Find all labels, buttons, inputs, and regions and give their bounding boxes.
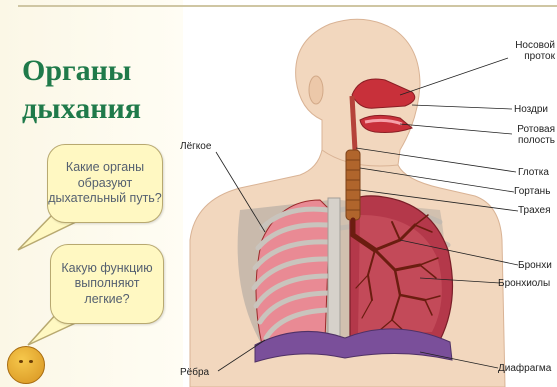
label-nasal-passage: Носовой проток <box>500 40 555 62</box>
label-trachea: Трахея <box>518 205 551 216</box>
label-bronchi: Бронхи <box>518 260 552 271</box>
sternum <box>328 198 340 338</box>
label-ribs: Рёбра <box>180 367 209 378</box>
label-larynx: Гортань <box>514 186 550 197</box>
trachea <box>346 150 360 220</box>
label-nostrils: Ноздри <box>514 104 548 115</box>
label-oral-cavity-text: Ротовая полость <box>517 124 555 146</box>
label-diaphragm: Диафрагма <box>498 363 551 374</box>
label-nasal-passage-text: Носовой проток <box>515 40 555 62</box>
label-oral-cavity: Ротовая полость <box>505 124 555 146</box>
label-bronchioles: Бронхиолы <box>498 278 550 289</box>
label-pharynx: Глотка <box>518 167 549 178</box>
label-lung: Лёгкое <box>180 141 211 152</box>
